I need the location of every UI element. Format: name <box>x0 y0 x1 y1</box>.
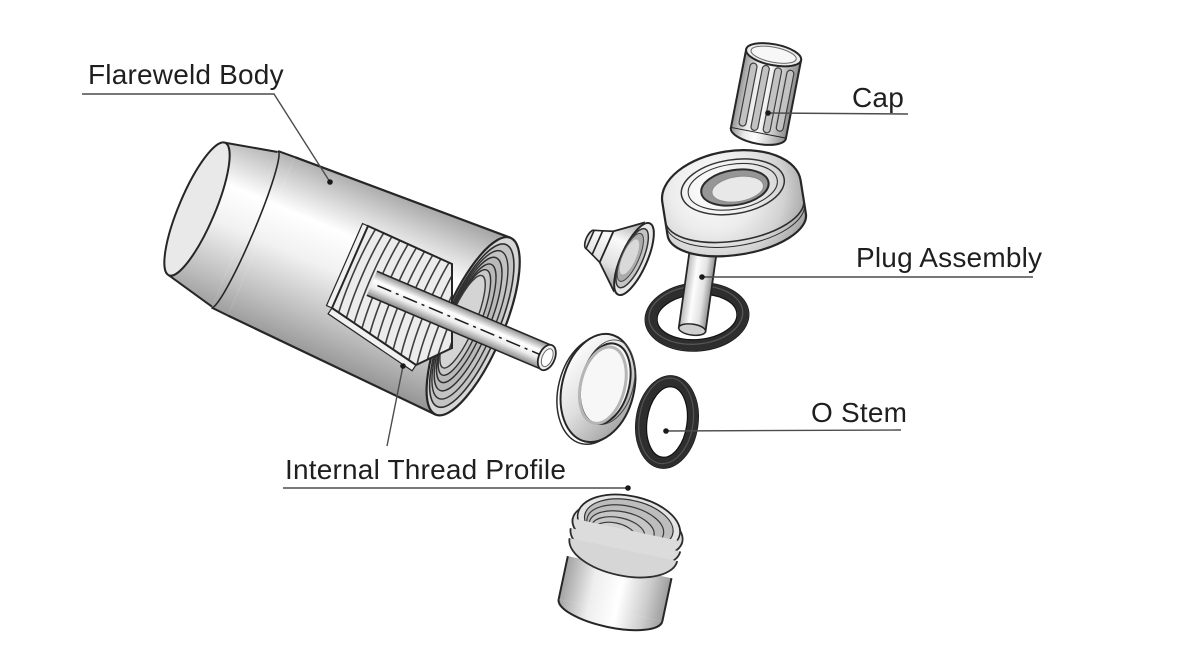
leader-internal-thread-profile <box>283 363 631 491</box>
leader-dot-cap <box>765 110 771 116</box>
leader-flareweld-body <box>82 93 333 185</box>
flareweld-body-part <box>163 141 557 417</box>
label-flareweld-body: Flareweld Body <box>88 59 284 90</box>
plug-assembly-part <box>644 149 808 352</box>
gland-washer-part <box>556 332 637 446</box>
leader-o-stem <box>663 428 902 434</box>
leader-dot-plug-assembly <box>699 274 705 280</box>
o-stem-ring-part <box>635 375 699 469</box>
leader-dot-internal-threads <box>400 363 406 369</box>
label-plug-assembly: Plug Assembly <box>856 242 1042 273</box>
leader-plug-assembly <box>699 274 1033 280</box>
stem-end-face <box>678 323 707 337</box>
gland-cone-part <box>583 221 655 297</box>
flare-cone-surface <box>168 142 278 307</box>
annotations: Flareweld Body Cap Plug Assembly O Stem … <box>82 59 1042 491</box>
cone-opening <box>619 239 640 275</box>
cap-flutes <box>738 62 795 134</box>
label-cap: Cap <box>852 82 904 113</box>
cap-part <box>729 42 803 146</box>
leader-dot-o-stem <box>663 428 669 434</box>
tube-centerline <box>377 284 540 356</box>
plug-stem <box>677 240 719 337</box>
leader-cap <box>765 110 909 116</box>
body-cutaway-window <box>325 222 453 372</box>
label-o-stem: O Stem <box>811 397 907 428</box>
tube-bore <box>540 348 554 368</box>
leader-dot-flareweld-body <box>327 179 333 185</box>
center-tube-part <box>366 270 557 372</box>
leader-dot-collar-threads <box>625 485 631 491</box>
label-internal-thread-profile: Internal Thread Profile <box>285 454 566 485</box>
collar-external-threads <box>568 493 684 579</box>
threaded-collar-part <box>557 493 684 632</box>
plug-dome <box>660 149 808 258</box>
